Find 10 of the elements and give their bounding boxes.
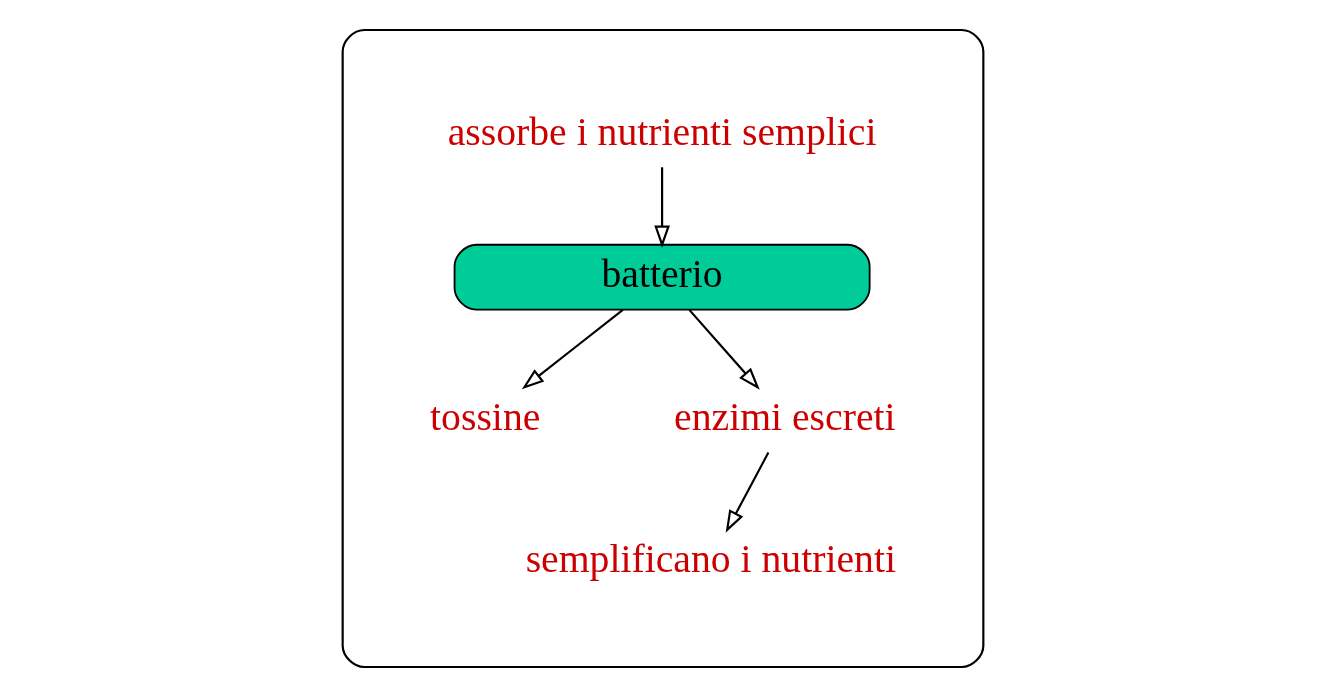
arrow	[521, 309, 624, 390]
node-text: assorbe i nutrienti semplici	[447, 109, 877, 154]
arrow	[725, 451, 770, 533]
cluster	[341, 28, 985, 669]
arrow	[654, 167, 670, 248]
node-box: batterio	[453, 243, 871, 311]
node-text: tossine	[430, 394, 541, 439]
arrow	[688, 309, 760, 390]
node-text: enzimi escreti	[674, 394, 896, 439]
node-text: semplificano i nutrienti	[525, 537, 896, 582]
